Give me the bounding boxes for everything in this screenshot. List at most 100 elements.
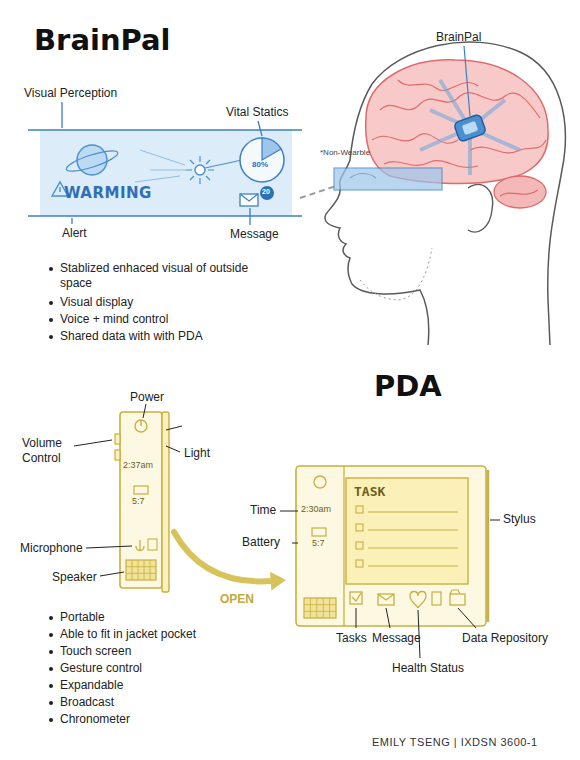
part-label: Time: [250, 503, 276, 518]
sketch-stroke: [462, 121, 479, 135]
sketch-stroke: [453, 114, 486, 142]
sketch-stroke: [378, 594, 394, 600]
bullet-item: Stablized enhaced visual of outside spac…: [46, 261, 275, 291]
bullet-item: Expandable: [46, 678, 123, 693]
sketch-stroke: [249, 208, 250, 225]
sketch-stroke: [28, 215, 302, 217]
sketch-stroke: [346, 478, 468, 584]
sketch-stroke: [260, 186, 274, 200]
part-label: Speaker: [52, 570, 97, 585]
sketch-stroke: [262, 138, 281, 160]
part-label: Volume Control: [22, 436, 80, 466]
bullet-item: Portable: [46, 610, 105, 625]
part-label: Message: [230, 227, 279, 242]
sketch-stroke: [59, 187, 60, 192]
sketch-stroke: [186, 156, 214, 184]
caption: EMILY TSENG | IXDSN 3600-1: [372, 736, 538, 750]
sketch-stroke: [310, 598, 311, 618]
sketch-stroke: [240, 194, 258, 206]
sketch-stroke: [135, 150, 186, 182]
sketch-stroke: [487, 470, 489, 622]
sketch-stroke: [120, 412, 162, 588]
pda-closed: 2:37am5:7: [120, 412, 162, 588]
arrow-head: [270, 572, 286, 591]
sketch-stroke: [240, 138, 284, 182]
sketch-stroke: [136, 540, 144, 551]
checkbox: [356, 560, 363, 567]
sketch-stroke: [410, 592, 426, 609]
sketch-stroke: [323, 598, 324, 618]
sketch-stroke: [368, 511, 458, 512]
part-label: Visual Perception: [24, 86, 117, 101]
bullet-item: Touch screen: [46, 644, 131, 659]
sketch-stroke: [195, 165, 205, 175]
sketch-stroke: [334, 168, 442, 190]
sketch-stroke: [356, 608, 357, 628]
sketch-stroke: [368, 529, 458, 530]
sketch-stroke: [314, 476, 326, 488]
sketch-stroke: [468, 184, 493, 232]
sketch-stroke: [148, 539, 157, 550]
sketch-stroke: [304, 611, 336, 612]
title: BrainPal: [34, 22, 171, 58]
sketch-stroke: [343, 466, 344, 626]
sketch-stroke: [162, 412, 169, 592]
checkbox: [356, 506, 363, 513]
part-label: Battery: [242, 535, 280, 550]
sketch-stroke: [100, 572, 124, 576]
part-label: Vital Statics: [226, 105, 288, 120]
sketch-stroke: [450, 590, 460, 594]
sketch-stroke: [126, 573, 156, 574]
part-label: Data Repository: [462, 631, 548, 646]
part-label: Light: [184, 446, 210, 461]
bullet-item: Visual display: [46, 295, 133, 310]
sketch-stroke: [464, 46, 470, 116]
sketch-stroke: [312, 528, 326, 536]
sketch-stroke: [296, 466, 486, 626]
sketch-stroke: [115, 450, 120, 460]
sketch-stroke: [366, 60, 548, 184]
bullet-item: Broadcast: [46, 695, 114, 710]
sketch-stroke: [132, 560, 133, 580]
sketch-stroke: [368, 565, 458, 566]
sketch-stroke: [126, 566, 156, 567]
bullet-item: Able to fit in jacket pocket: [46, 627, 196, 642]
sketch-stroke: [432, 592, 441, 605]
pda-open: 2:30am5:7TASK: [296, 466, 486, 626]
sketch-stroke: [292, 543, 298, 544]
sketch-stroke: [138, 560, 139, 580]
part-label: Power: [130, 390, 164, 405]
sketch-stroke: [64, 147, 119, 175]
part-label: Stylus: [503, 512, 536, 527]
part-label: 80%: [252, 160, 268, 170]
sketch-stroke: [490, 520, 500, 521]
part-label: PDA: [374, 368, 442, 404]
sketch-stroke: [352, 593, 361, 601]
sketch-stroke: [386, 608, 390, 628]
sketch-stroke: [86, 546, 132, 548]
sketch-stroke: [61, 102, 62, 128]
checkbox: [356, 524, 363, 531]
sketch-stroke: [166, 426, 182, 452]
sketch-stroke: [458, 608, 476, 628]
part-label: Tasks: [336, 631, 367, 646]
sketch-stroke: [126, 560, 156, 580]
node-text: 2:30am: [301, 504, 331, 515]
part-label: 20: [262, 188, 270, 197]
sketch-stroke: [126, 560, 156, 580]
sketch-stroke: [360, 248, 432, 300]
sketch-stroke: [140, 421, 141, 426]
sketch-stroke: [144, 560, 145, 580]
task-screen: TASK: [346, 478, 468, 584]
node-text: 2:37am: [123, 460, 153, 471]
sketch-stroke: [240, 194, 258, 201]
part-label: BrainPal: [436, 30, 481, 45]
edge-label: OPEN: [218, 592, 256, 607]
bullet-item: Shared data with with PDA: [46, 329, 203, 344]
part-label: *Non-Wearble: [320, 148, 370, 158]
sketch-stroke: [205, 160, 242, 168]
part-label: Message: [372, 631, 421, 646]
node-text: TASK: [354, 484, 385, 500]
bullet-item: Voice + mind control: [46, 312, 168, 327]
sketch-stroke: [71, 218, 72, 224]
